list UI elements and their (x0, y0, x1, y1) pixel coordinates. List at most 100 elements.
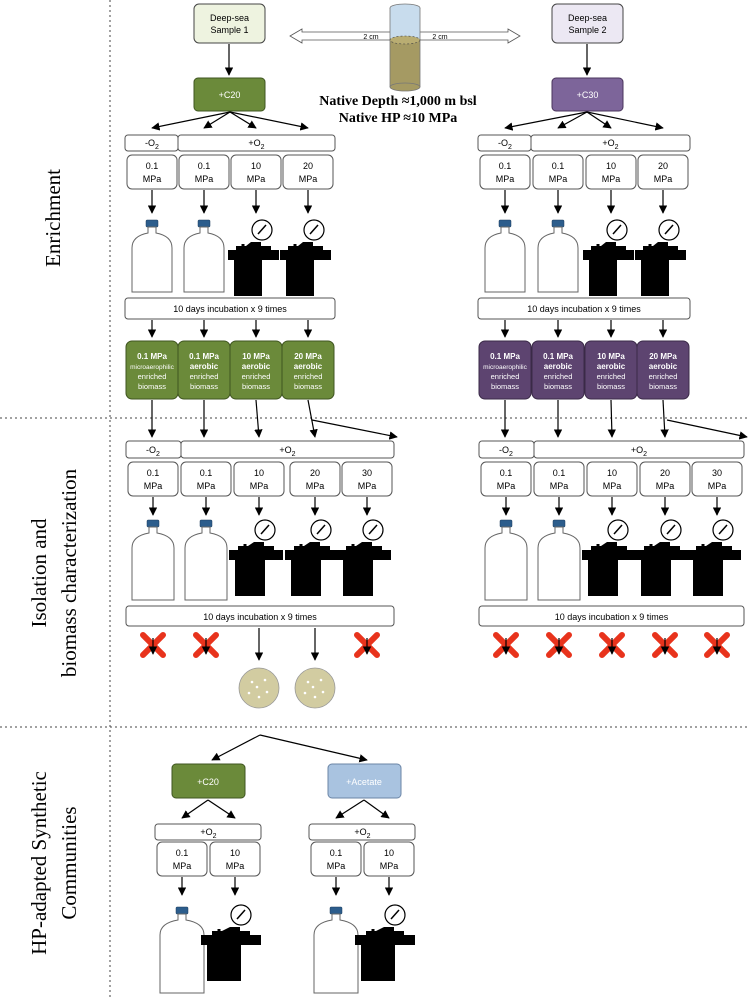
biomass-label: biomass (294, 382, 322, 391)
pressure-vessel-body (229, 542, 283, 596)
pressure-gauge-needle (368, 524, 378, 535)
pressure-value-label: 10 (384, 848, 394, 858)
bottle-body (183, 226, 225, 293)
native-depth-label: Native Depth ≈1,000 m bsl (319, 94, 477, 109)
biomass-condition-label: aerobic (242, 362, 271, 371)
synthetic-c20-box (171, 763, 246, 799)
deep-sea-sample-2-label-line2: Sample 2 (568, 25, 606, 35)
pressure-vessel-body (582, 542, 636, 596)
pressure-vessel-icon (285, 519, 339, 596)
pressure-box-p20 (637, 154, 689, 190)
pressure-value-label: 0.1 (147, 468, 160, 478)
section-title-isolation-line1: Isolation and (27, 518, 51, 628)
pressure-unit-label: MPa (226, 861, 245, 871)
pressure-vessel-handle (215, 929, 223, 937)
colony-dot (250, 680, 254, 684)
pressure-value-label: 0.1 (176, 848, 189, 858)
pressure-value-label: 30 (712, 468, 722, 478)
colony-dot (319, 678, 323, 682)
pressure-box-p10 (209, 841, 261, 877)
pressure-unit-label: MPa (497, 481, 516, 491)
bottle-cap (175, 906, 189, 915)
pressure-value-label: 10 (230, 848, 240, 858)
pressure-unit-label: MPa (602, 174, 621, 184)
synthetic-acetate-box (327, 763, 402, 799)
scale-label-left: 2 cm (363, 34, 378, 41)
oxygen-plus-label: +O2 (200, 827, 216, 840)
oxygen-plus-label: +O2 (631, 445, 647, 458)
pressure-vessel-body (201, 927, 261, 981)
pressure-vessel-handle (349, 544, 357, 552)
pressure-value-label: 20 (658, 161, 668, 171)
incubation-label: 10 days incubation x 9 times (527, 304, 641, 314)
biomass-pressure-label: 20 MPa (294, 352, 322, 361)
bottle-icon (484, 219, 526, 293)
incubation-label: 10 days incubation x 9 times (173, 304, 287, 314)
incubation-label: 10 days incubation x 9 times (555, 612, 669, 622)
pressure-vessel-handle (291, 244, 299, 252)
colony-dot (311, 685, 315, 689)
pressure-vessel-body (687, 542, 741, 596)
pressure-vessel-handle (241, 544, 249, 552)
incubation-box (124, 297, 336, 320)
deep-sea-sample-1-label-line2: Sample 1 (210, 25, 248, 35)
pressure-box-p20 (282, 154, 334, 190)
biomass-enriched-label: enriched (649, 372, 678, 381)
bottle-body (159, 913, 205, 994)
biomass-enriched-label: enriched (491, 372, 520, 381)
pressure-unit-label: MPa (603, 481, 622, 491)
substrate-c30-label: +C30 (577, 90, 599, 100)
bottle-cap (499, 519, 513, 528)
arrow-to-synthetic-c20 (211, 734, 261, 761)
pressure-value-label: 10 (606, 161, 616, 171)
arrow-substrate-to-oxygen (151, 111, 231, 131)
arrow-to-synthetic-acetate (259, 734, 368, 763)
pressure-unit-label: MPa (247, 174, 266, 184)
synthetic-c20-label: +C20 (197, 777, 219, 787)
pressure-value-label: 0.1 (552, 161, 565, 171)
oxygen-plus-label: +O2 (354, 827, 370, 840)
pressure-unit-label: MPa (708, 481, 727, 491)
colony-dot (255, 685, 259, 689)
oxygen-plus-box (177, 134, 336, 152)
pressure-unit-label: MPa (197, 481, 216, 491)
pressure-box-p30 (341, 461, 393, 497)
bottle-icon (537, 519, 581, 601)
colony-dot (313, 695, 317, 699)
oxygen-plus-box (154, 823, 262, 841)
oxygen-plus-box (533, 440, 745, 459)
bottle-icon (184, 519, 228, 601)
arrow-biomass-to-isolation (660, 399, 669, 438)
pressure-vessel-handle (594, 244, 602, 252)
pressure-vessel-handle (239, 244, 247, 252)
pressure-unit-label: MPa (144, 481, 163, 491)
sediment-column-icon (389, 3, 421, 92)
arrow-substrate-to-oxygen (504, 111, 588, 131)
colony-dot (303, 691, 307, 695)
bottle-icon (183, 219, 225, 293)
enriched-biomass-box (478, 340, 532, 400)
pressure-value-label: 10 (254, 468, 264, 478)
pressure-gauge-needle (316, 524, 326, 535)
pressure-gauge-needle (390, 909, 400, 920)
bottle-body (131, 226, 173, 293)
oxygen-plus-box (308, 823, 416, 841)
incubation-box (477, 297, 691, 320)
pressure-box-p10 (230, 154, 282, 190)
biomass-label: biomass (649, 382, 677, 391)
pressure-gauge-needle (612, 224, 622, 235)
pressure-gauge-needle (718, 524, 728, 535)
biomass-pressure-label: 0.1 MPa (189, 352, 219, 361)
incubation-box (478, 605, 745, 627)
pressure-vessel-icon (229, 519, 283, 596)
arrow-biomass-to-isolation (307, 399, 318, 438)
pressure-vessel-handle (646, 244, 654, 252)
pressure-vessel-icon (280, 219, 331, 296)
pressure-vessel-handle (647, 544, 655, 552)
colony-dot (306, 680, 310, 684)
biomass-label: biomass (138, 382, 166, 391)
arrow-biomass-to-isolation (607, 399, 616, 438)
deep-sea-sample-2-label-line1: Deep-sea (568, 13, 607, 23)
pressure-unit-label: MPa (654, 174, 673, 184)
bottle-icon (537, 219, 579, 293)
